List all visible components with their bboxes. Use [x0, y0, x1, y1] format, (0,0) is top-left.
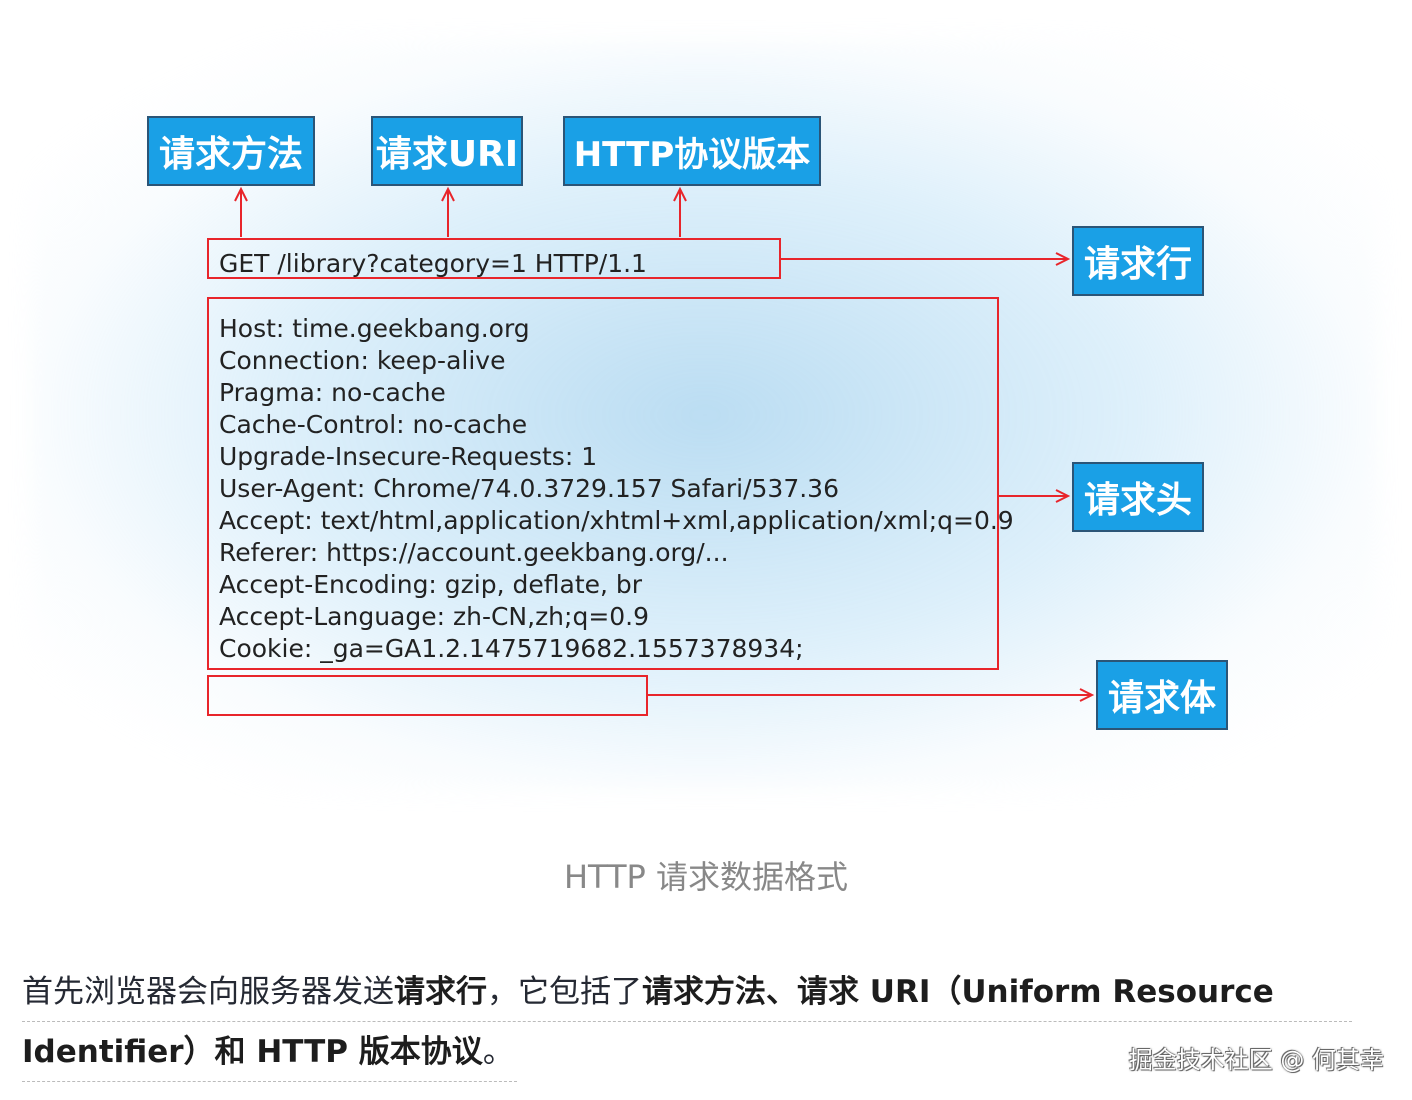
- paragraph-line-2: Identifier）和 HTTP 版本协议。: [22, 1022, 517, 1082]
- label-request-method: 请求方法: [147, 116, 315, 186]
- arrow-to-version-head: [673, 186, 687, 202]
- para-bold: Identifier）和 HTTP 版本协议: [22, 1034, 483, 1070]
- label-request-line: 请求行: [1072, 226, 1204, 296]
- header-line: Pragma: no-cache: [219, 378, 446, 407]
- figure-caption: HTTP 请求数据格式: [563, 858, 849, 896]
- label-request-header: 请求头: [1072, 462, 1204, 532]
- label-request-uri: 请求URI: [371, 116, 523, 186]
- header-line: Connection: keep-alive: [219, 346, 506, 375]
- header-line: Cache-Control: no-cache: [219, 410, 528, 439]
- header-line: Host: time.geekbang.org: [219, 314, 530, 343]
- header-line: Accept: text/html,application/xhtml+xml,…: [219, 506, 1014, 535]
- arrow-to-request-body-head: [1079, 688, 1095, 702]
- header-line: Referer: https://account.geekbang.org/..…: [219, 538, 729, 567]
- paragraph-line-1: 首先浏览器会向服务器发送请求行，它包括了请求方法、请求 URI（Uniform …: [22, 962, 1352, 1022]
- para-text: ，它包括了: [487, 974, 642, 1010]
- para-text: 。: [482, 1034, 514, 1070]
- header-line: User-Agent: Chrome/74.0.3729.157 Safari/…: [219, 474, 839, 503]
- para-bold: 请求方法、请求 URI（Uniform Resource: [642, 974, 1274, 1010]
- arrow-to-request-header-head: [1055, 489, 1071, 503]
- request-line-box: GET /library?category=1 HTTP/1.1: [207, 238, 781, 279]
- arrow-to-method-head: [234, 186, 248, 202]
- para-text: 首先浏览器会向服务器发送: [22, 974, 394, 1010]
- connector-arrows: [234, 186, 1095, 702]
- header-line: Accept-Language: zh-CN,zh;q=0.9: [219, 602, 650, 631]
- watermark: 掘金技术社区 @ 何其幸: [1128, 1046, 1384, 1074]
- para-bold: 请求行: [394, 974, 487, 1010]
- arrow-to-request-line-head: [1055, 252, 1071, 266]
- request-line-text: GET /library?category=1 HTTP/1.1: [219, 249, 647, 278]
- request-header-box: Host: time.geekbang.org Connection: keep…: [207, 297, 1014, 670]
- header-line: Accept-Encoding: gzip, deflate, br: [219, 570, 643, 599]
- arrow-to-uri-head: [441, 186, 455, 202]
- header-line: Upgrade-Insecure-Requests: 1: [219, 442, 598, 471]
- http-request-diagram: 请求方法 请求URI HTTP协议版本 GET /library?categor…: [30, 40, 1380, 790]
- label-http-version: HTTP协议版本: [563, 116, 821, 186]
- label-request-body: 请求体: [1096, 660, 1228, 730]
- header-list: Host: time.geekbang.org Connection: keep…: [219, 313, 1014, 665]
- request-body-box: [207, 675, 648, 716]
- header-line: Cookie: _ga=GA1.2.1475719682.1557378934;: [219, 634, 804, 663]
- body-paragraph: 首先浏览器会向服务器发送请求行，它包括了请求方法、请求 URI（Uniform …: [22, 962, 1352, 1082]
